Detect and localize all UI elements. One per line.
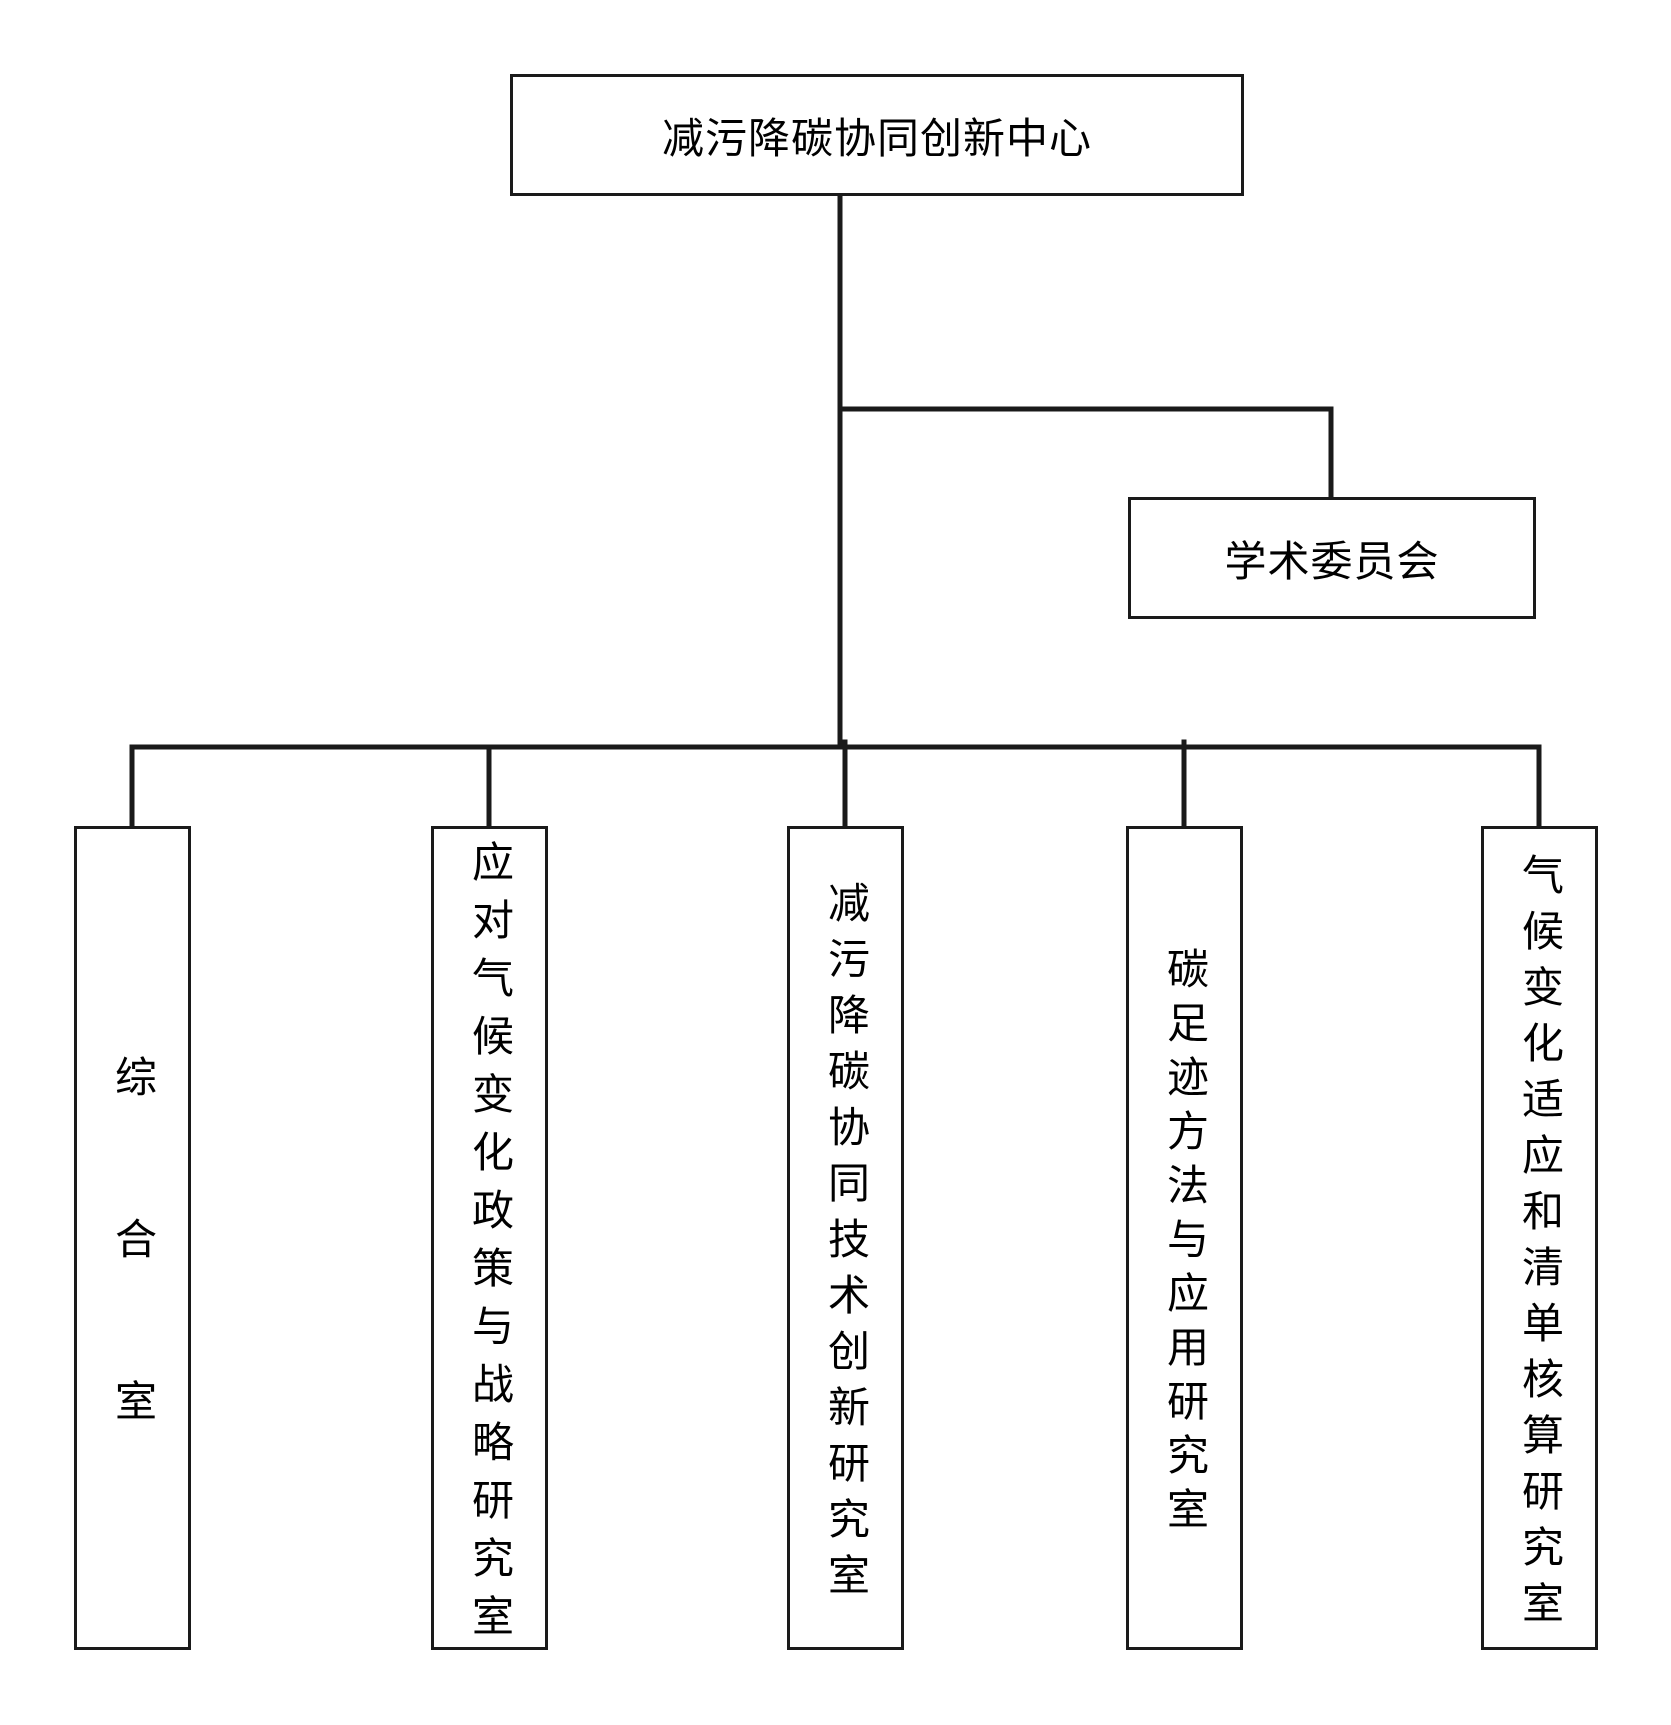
department-node-label: 碳足迹方法与应用研究室	[1160, 947, 1210, 1541]
center-node: 减污降碳协同创新中心	[510, 74, 1244, 196]
department-node-label: 气候变化适应和清单核算研究室	[1515, 853, 1565, 1637]
department-node-carbon-footprint: 碳足迹方法与应用研究室	[1126, 826, 1243, 1650]
department-node-climate-adaptation: 气候变化适应和清单核算研究室	[1481, 826, 1598, 1650]
department-node-climate-policy: 应对气候变化政策与战略研究室	[431, 826, 548, 1652]
department-node-label: 减污降碳协同技术创新研究室	[821, 881, 871, 1609]
committee-node-label: 学术委员会	[1224, 536, 1440, 586]
department-node-synergy-tech: 减污降碳协同技术创新研究室	[787, 826, 904, 1650]
department-node-general-office: 综合室	[74, 826, 191, 1650]
committee-branch-line	[837, 406, 1334, 500]
department-node-label: 综合室	[108, 1055, 158, 1541]
center-node-label: 减污降碳协同创新中心	[661, 113, 1092, 163]
committee-node: 学术委员会	[1128, 497, 1536, 619]
department-node-label: 应对气候变化政策与战略研究室	[465, 840, 515, 1652]
